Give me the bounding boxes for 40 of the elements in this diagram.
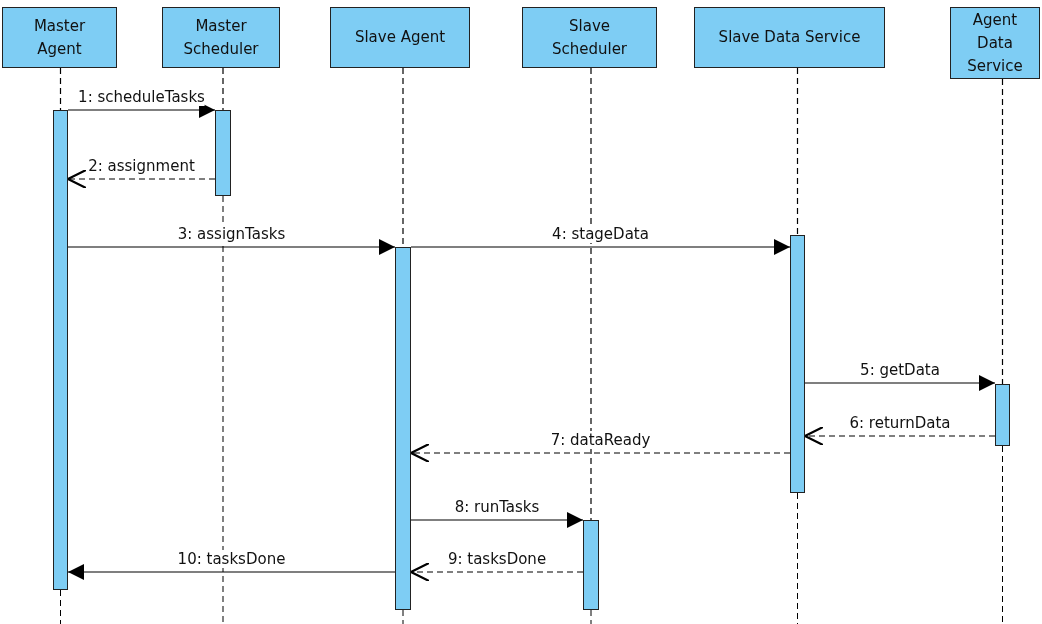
message-label: 7: dataReady <box>550 431 651 449</box>
participant-name: Agent Data Service <box>966 9 1024 77</box>
lifeline-header-box <box>330 7 470 68</box>
return-message-arrow <box>66 168 216 190</box>
participant-name: Slave Scheduler <box>550 15 629 60</box>
participant-name: Slave Data Service <box>718 27 861 48</box>
message-label: 3: assignTasks <box>177 225 286 243</box>
message-arrow <box>67 564 396 580</box>
activation-bar <box>790 235 805 493</box>
return-message-arrow <box>409 442 791 464</box>
lifeline-header-box <box>2 7 117 68</box>
return-message-arrow <box>803 425 996 447</box>
lifeline-header-box <box>522 7 657 68</box>
return-message-arrow <box>409 561 584 583</box>
message-arrow <box>804 375 996 391</box>
lifeline <box>590 67 592 521</box>
activation-bar <box>995 384 1010 446</box>
participant-name: Slave Agent <box>354 27 446 48</box>
lifeline <box>1001 78 1004 385</box>
lifeline <box>59 67 62 111</box>
message-arrow <box>410 239 791 255</box>
message-label: 10: tasksDone <box>177 550 286 568</box>
lifeline <box>222 67 224 111</box>
message-arrow <box>410 512 584 528</box>
activation-bar <box>53 110 68 590</box>
message-arrow <box>67 102 216 118</box>
participant-name: Master Scheduler <box>182 15 260 60</box>
participant-name: Master Agent <box>32 15 87 60</box>
activation-bar <box>215 110 231 196</box>
activation-bar <box>395 247 411 610</box>
message-label: 5: getData <box>860 361 940 379</box>
message-arrow <box>67 239 396 255</box>
activation-bar <box>583 520 599 610</box>
message-label: 4: stageData <box>552 225 649 243</box>
message-label: 2: assignment <box>88 157 195 175</box>
lifeline-header-box <box>694 7 885 68</box>
lifeline-header-box <box>950 7 1040 79</box>
lifeline-header-box <box>162 7 280 68</box>
lifeline <box>796 67 799 236</box>
message-label: 1: scheduleTasks <box>78 88 205 106</box>
